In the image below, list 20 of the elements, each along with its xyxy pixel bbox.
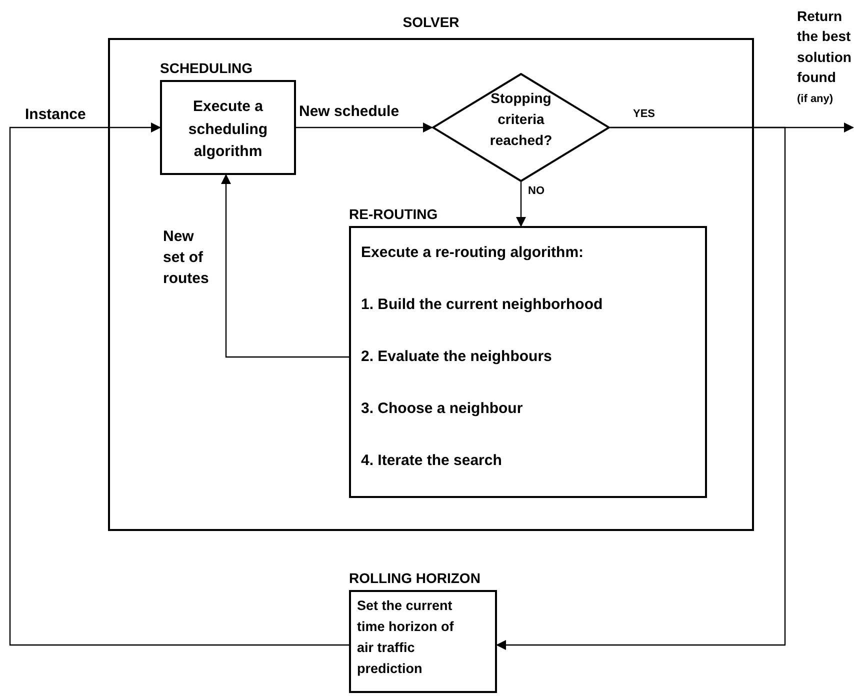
- box-text: Set the current time horizon of air traffic prediction: [357, 597, 455, 678]
- box-heading: SOLVER: [402, 14, 460, 30]
- arrow: [496, 126, 786, 650]
- arrow: [221, 174, 349, 358]
- decision-text: Stopping criteria reached?: [488, 89, 554, 150]
- box-heading: SCHEDULING: [160, 60, 253, 76]
- box-text: Execute a re-routing algorithm:: [361, 243, 584, 263]
- list-item: 3. Choose a neighbour: [361, 399, 523, 419]
- decision-diamond: [432, 73, 610, 182]
- list-item: 1. Build the current neighborhood: [361, 295, 603, 315]
- note-text: (if any): [797, 92, 834, 106]
- arrow: [296, 122, 433, 132]
- arrow: [9, 122, 349, 646]
- note-text: Return the best solution found: [797, 7, 852, 87]
- arrow: [516, 182, 526, 227]
- list-item: 4. Iterate the search: [361, 451, 502, 471]
- box-heading: ROLLING HORIZON: [349, 570, 480, 586]
- list-item: 2. Evaluate the neighbours: [361, 347, 552, 367]
- box-text: Execute a scheduling algorithm: [187, 97, 269, 162]
- box-heading: RE-ROUTING: [349, 206, 438, 222]
